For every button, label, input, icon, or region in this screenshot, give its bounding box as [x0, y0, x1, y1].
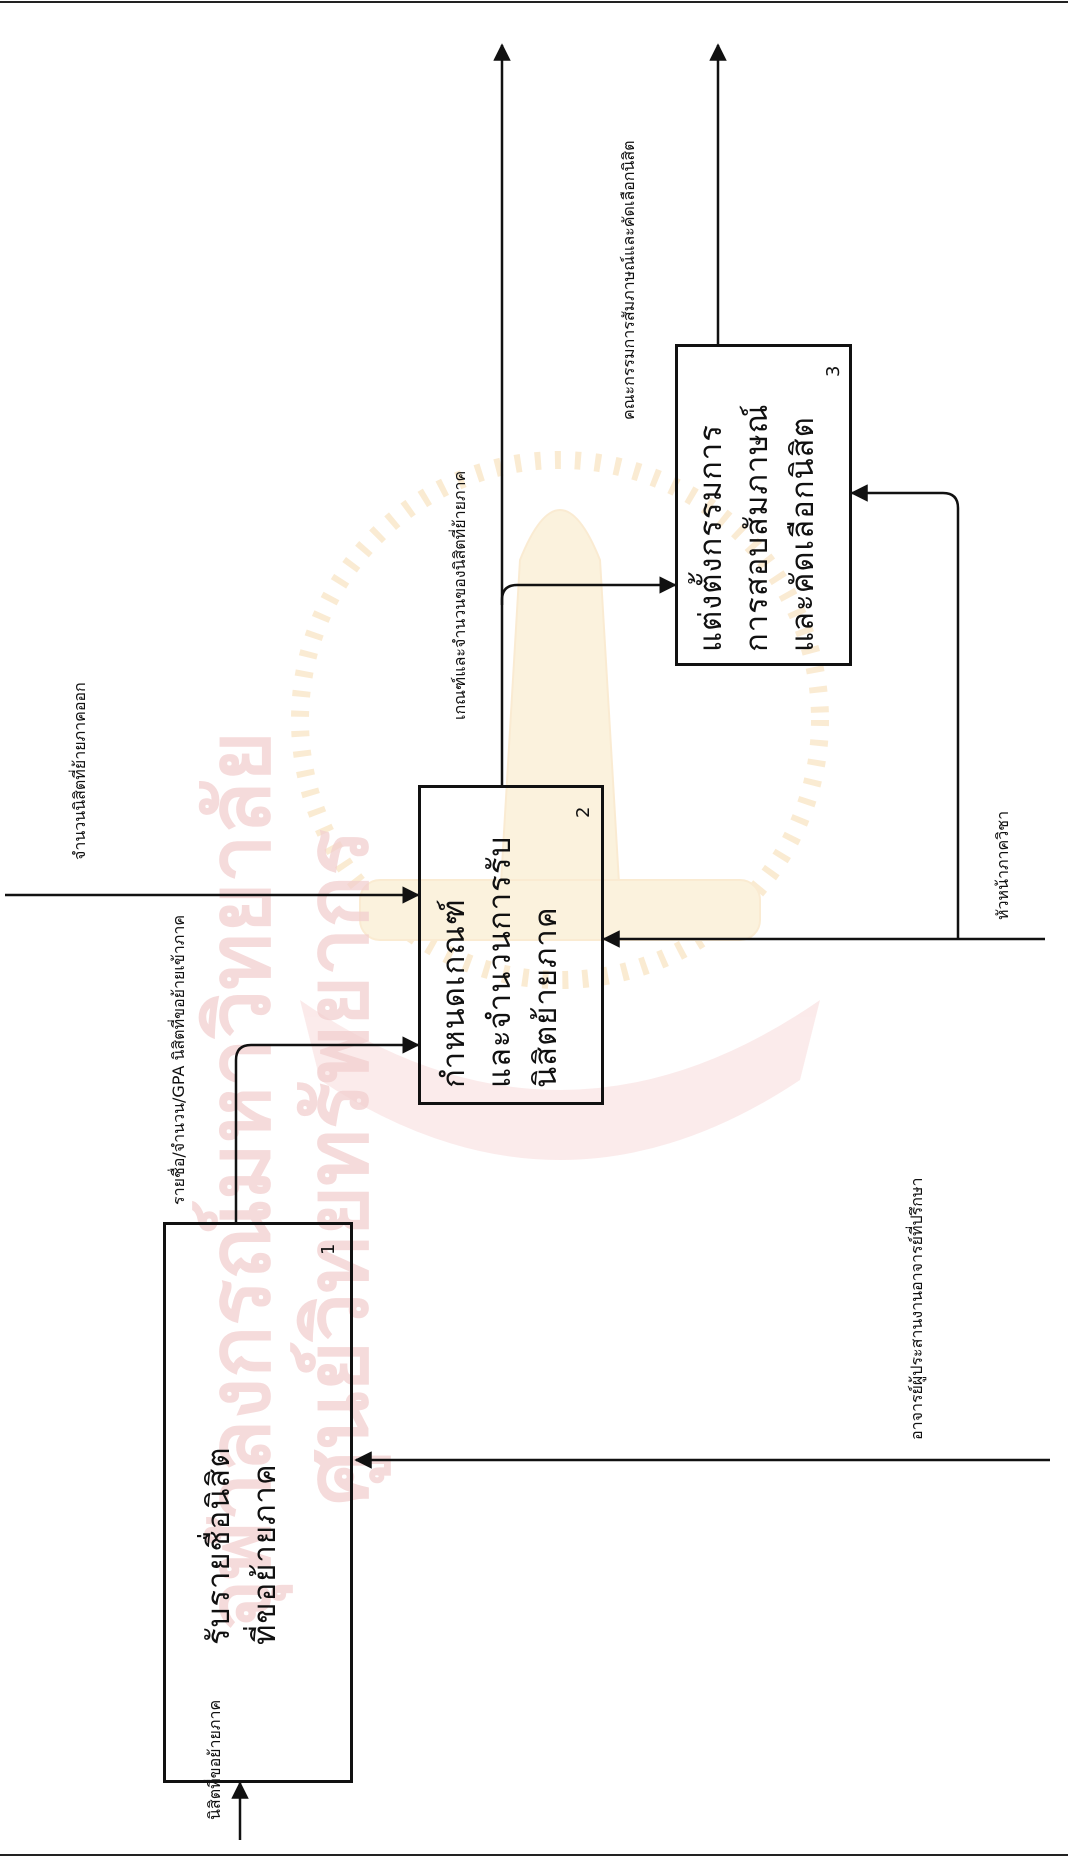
- list-gpa-arrow: [234, 1036, 420, 1222]
- process-1-number: 1: [318, 1243, 339, 1255]
- label-outgoing-count: จำนวนนิสิตที่ย้ายภาคออก: [70, 682, 89, 860]
- process-3-line-2: การสอบสัมภาษณ์: [739, 403, 775, 652]
- label-criteria-output: เกณฑ์และจำนวนของนิสิตที่ย้ายภาค: [450, 470, 469, 720]
- process-3-number: 3: [823, 365, 844, 377]
- label-committee-output: คณะกรรมการสัมภาษณ์และคัดเลือกนิสิต: [619, 140, 638, 420]
- label-input-students: นิสิตที่ขอย้ายภาค: [205, 1699, 224, 1820]
- label-advisor: อาจารย์ผู้ประสานงานอาจารย์ที่ปรึกษา: [907, 1177, 926, 1441]
- process-3-line-3: และคัดเลือกนิสิต: [785, 416, 821, 652]
- process-box-3: แต่งตั้งกรรมการ การสอบสัมภาษณ์ และคัดเลื…: [675, 344, 852, 666]
- process-box-2: กำหนดเกณฑ์ และจำนวนการรับ นิสิตย้ายภาค 2: [418, 785, 604, 1105]
- process-2-line-2: และจำนวนการรับ: [482, 835, 518, 1088]
- process-1-line-1: รับรายชื่อนิสิต: [201, 1446, 237, 1645]
- top-border: [0, 1, 1068, 3]
- label-head-department: หัวหน้าภาควิชา: [993, 810, 1012, 920]
- process-box-1: รับรายชื่อนิสิต ที่ขอย้ายภาค 1: [163, 1222, 353, 1783]
- process-2-number: 2: [573, 806, 594, 818]
- process-1-line-2: ที่ขอย้ายภาค: [247, 1463, 283, 1645]
- process-2-line-3: นิสิตย้ายภาค: [528, 906, 564, 1088]
- label-list-gpa: รายชื่อ/จำนวน/GPA นิสิตที่ขอย้ายเข้าภาค: [169, 914, 188, 1205]
- head-department-branch-arrow: [850, 484, 960, 939]
- process-2-line-1: กำหนดเกณฑ์: [436, 898, 472, 1088]
- criteria-to-box3-arrow: [500, 576, 677, 605]
- process-3-line-1: แต่งตั้งกรรมการ: [693, 424, 729, 652]
- bottom-border: [0, 1854, 1068, 1856]
